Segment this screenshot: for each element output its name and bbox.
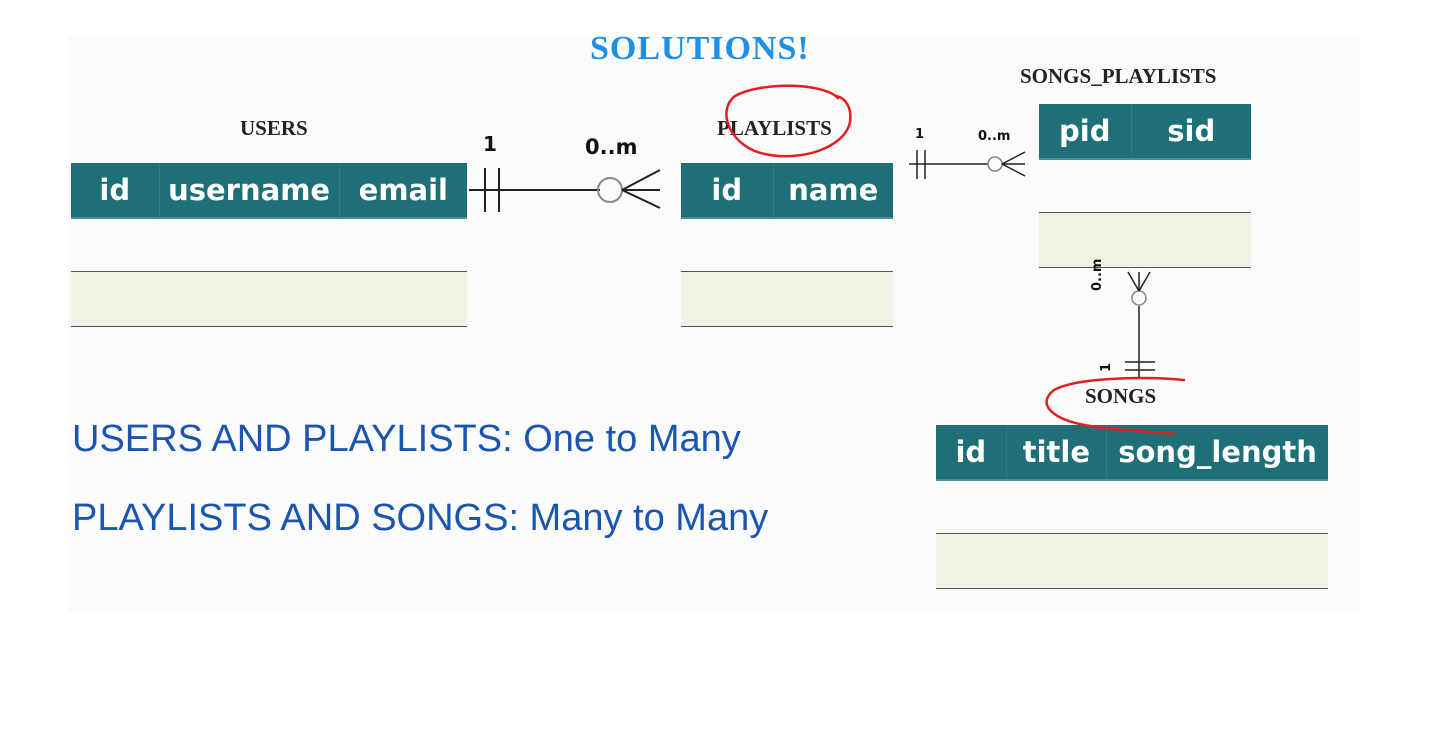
playlists-table-row-empty [681, 219, 893, 272]
users-col-username: username [160, 163, 340, 217]
playlists-col-name: name [788, 173, 879, 207]
songs-col-title: title [1007, 425, 1108, 479]
playlists-songs-playlists-connector [909, 150, 1026, 179]
users-table-title: USERS [240, 116, 308, 140]
songs-songs-playlists-connector [1125, 271, 1155, 378]
songs-col-id: id [936, 425, 1007, 479]
songs-playlists-table-title: SONGS_PLAYLISTS [1020, 64, 1217, 88]
songs-col-song-length: song_length [1118, 435, 1317, 469]
playlists-highlight-circle [725, 84, 852, 158]
users-table: id username email [71, 163, 467, 327]
users-table-row-empty [71, 219, 467, 272]
users-col-email: email [358, 173, 448, 207]
songs-playlists-table: pid sid [1039, 104, 1251, 268]
playlists-col-id: id [681, 163, 774, 217]
users-col-id: id [71, 163, 160, 217]
playlists-table-row [681, 272, 893, 327]
songs-playlists-table-row [1039, 213, 1251, 268]
playlists-table: id name [681, 163, 893, 327]
users-table-header: id username email [71, 163, 467, 219]
songs-table-title: SONGS [1085, 384, 1157, 408]
songs-table-row-empty [936, 481, 1328, 534]
songs-playlists-table-header: pid sid [1039, 104, 1251, 160]
users-table-row [71, 272, 467, 327]
users-playlists-many-label: 0..m [585, 135, 638, 159]
playlists-table-header: id name [681, 163, 893, 219]
note-users-playlists: USERS AND PLAYLISTS: One to Many [72, 418, 741, 460]
users-playlists-connector [469, 168, 661, 212]
users-playlists-one-label: 1 [483, 132, 497, 156]
songs-playlists-table-row-empty [1039, 160, 1251, 213]
note-playlists-songs: PLAYLISTS AND SONGS: Many to Many [72, 497, 769, 539]
playlists-songs-playlists-one-label: 1 [915, 127, 925, 142]
songs-highlight-underline [1045, 376, 1186, 436]
songs-playlists-col-pid: pid [1039, 104, 1132, 158]
slide-title: SOLUTIONS! [590, 30, 810, 66]
songs-table-header: id title song_length [936, 425, 1328, 481]
songs-table-row [936, 534, 1328, 589]
songs-playlists-col-sid: sid [1167, 114, 1216, 148]
songs-table: id title song_length [936, 425, 1328, 589]
playlists-songs-playlists-many-label: 0..m [978, 129, 1011, 144]
